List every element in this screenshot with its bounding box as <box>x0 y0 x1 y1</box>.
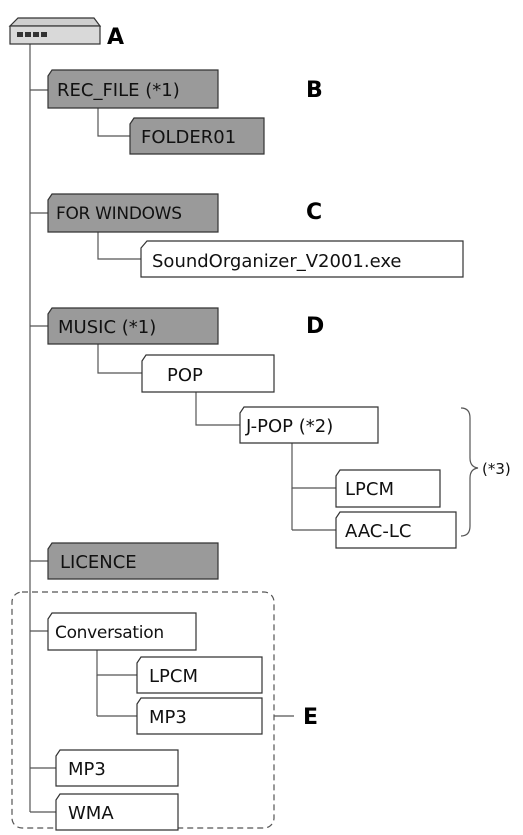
callout-e: E <box>303 705 318 730</box>
folder-lpcm-conversation: LPCM <box>136 656 263 694</box>
folder-pop: POP <box>141 354 275 393</box>
folder-mp3: MP3 <box>55 749 179 787</box>
folder-lpcm-conversation-label: LPCM <box>149 666 198 687</box>
folder-aac-lc-label: AAC-LC <box>345 521 411 542</box>
folder-rec-file-label: REC_FILE (*1) <box>57 80 180 101</box>
callout-d: D <box>306 314 324 339</box>
folder-music: MUSIC (*1) <box>47 307 219 345</box>
folder-jpop-label: J-POP (*2) <box>245 416 333 437</box>
callout-b: B <box>306 78 323 103</box>
callout-c: C <box>306 200 322 225</box>
brace-note-3 <box>460 407 479 537</box>
folder-for-windows: FOR WINDOWS <box>47 193 219 233</box>
folder-music-label: MUSIC (*1) <box>58 317 156 338</box>
tree-connectors <box>29 44 336 813</box>
folder-folder01-label: FOLDER01 <box>141 127 236 148</box>
folder-mp3-conversation-label: MP3 <box>149 707 187 728</box>
folder-for-windows-label: FOR WINDOWS <box>56 204 182 224</box>
folder-folder01: FOLDER01 <box>129 117 265 155</box>
folder-conversation-label: Conversation <box>55 623 164 643</box>
folder-wma-label: WMA <box>68 803 114 824</box>
folder-mp3-conversation: MP3 <box>136 697 263 735</box>
folder-rec-file: REC_FILE (*1) <box>47 69 219 109</box>
callout-a: A <box>107 25 124 50</box>
note-3-label: (*3) <box>482 460 511 478</box>
folder-aac-lc: AAC-LC <box>335 511 457 549</box>
storage-device-icon <box>8 17 102 45</box>
folder-jpop: J-POP (*2) <box>239 406 379 444</box>
folder-mp3-label: MP3 <box>68 759 106 780</box>
folder-pop-label: POP <box>167 365 203 386</box>
folder-lpcm-music: LPCM <box>335 469 441 508</box>
folder-licence-label: LICENCE <box>60 552 137 573</box>
file-sound-organizer-label: SoundOrganizer_V2001.exe <box>152 251 402 272</box>
folder-licence: LICENCE <box>47 542 219 580</box>
folder-conversation: Conversation <box>47 612 197 651</box>
folder-lpcm-music-label: LPCM <box>345 479 394 500</box>
folder-wma: WMA <box>55 793 179 831</box>
file-sound-organizer: SoundOrganizer_V2001.exe <box>140 240 464 278</box>
